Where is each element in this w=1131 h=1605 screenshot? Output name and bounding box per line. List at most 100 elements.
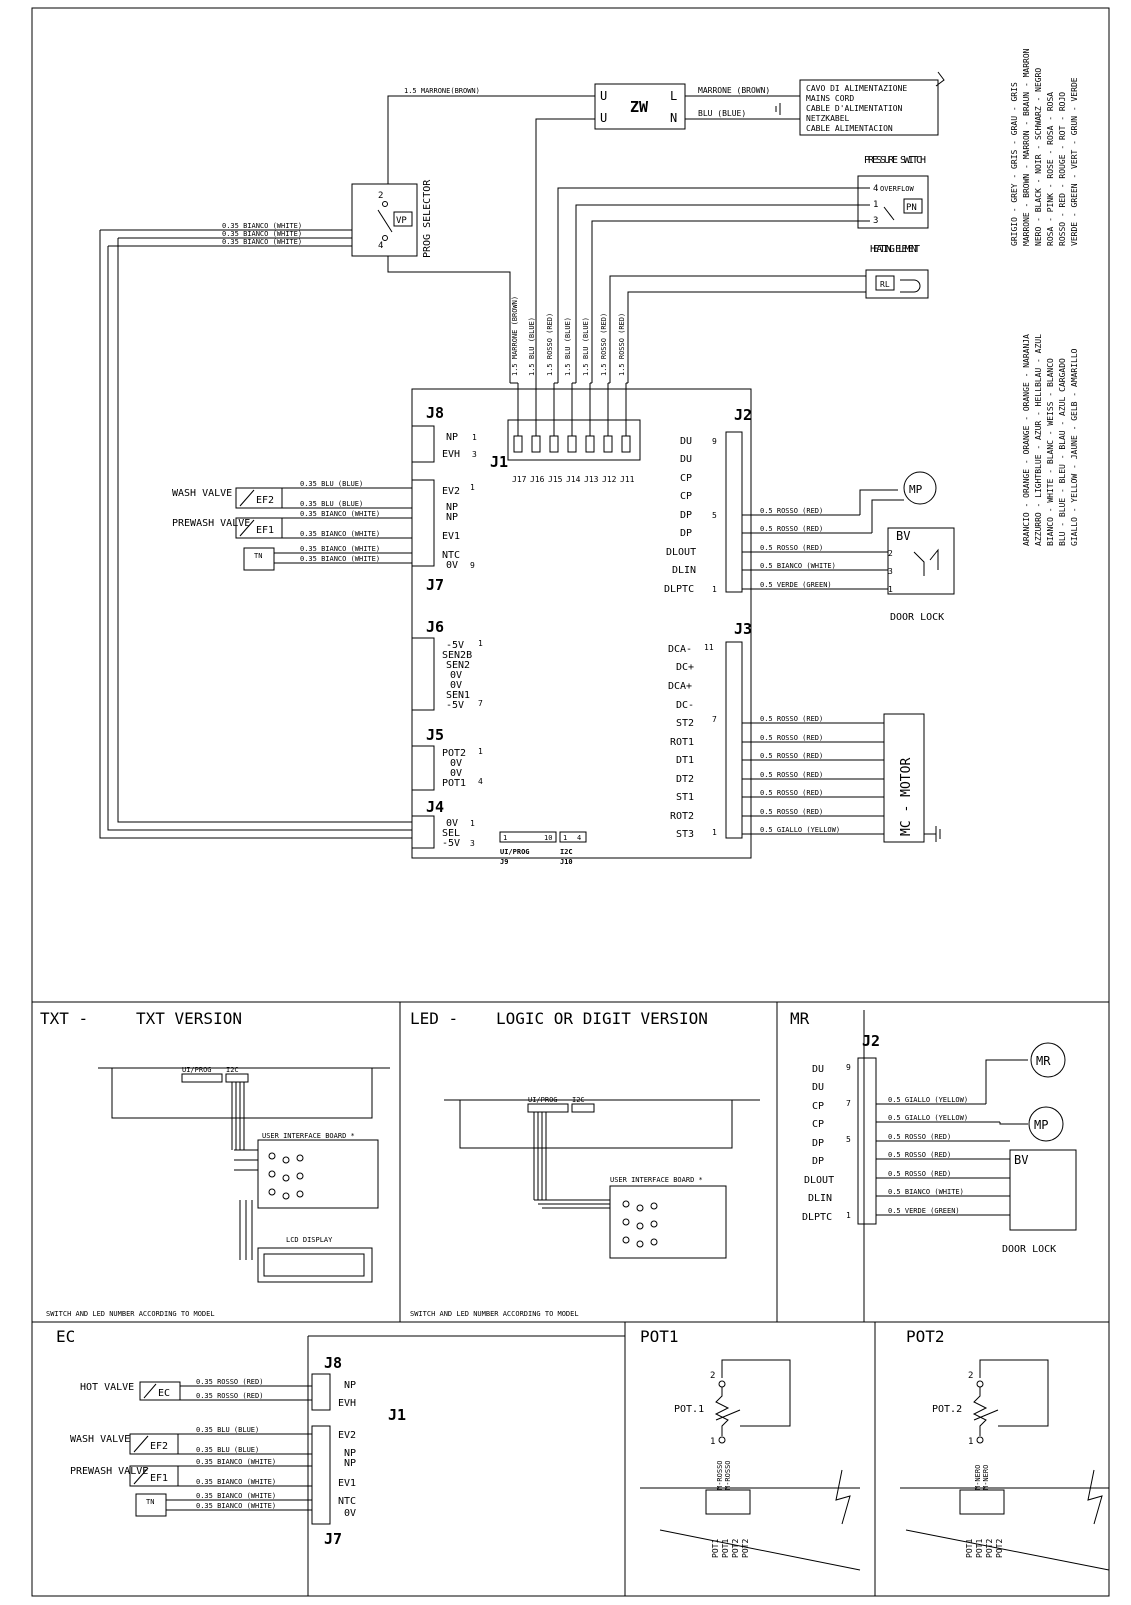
panel-mr: MR J2 DU 9 DU CP 7 CP DP 5 DP DLOUT DLIN…	[790, 1009, 1077, 1322]
svg-text:EF1: EF1	[150, 1473, 168, 1484]
pressure-switch: PRESSURE SWITCH 4 OVERFLOW 1 3 PN	[857, 155, 929, 229]
svg-text:J3: J3	[734, 620, 752, 638]
svg-text:J1: J1	[388, 1406, 406, 1424]
svg-text:ROSA - PINK - ROSE - ROSA - RO: ROSA - PINK - ROSE - ROSA - ROSA	[1046, 92, 1055, 246]
connector-j2: J2 DU 9 DU CP CP DP 5 DP DLOUT DLIN DLPT…	[664, 406, 752, 595]
svg-text:UI/PROG: UI/PROG	[182, 1066, 212, 1074]
svg-text:LOGIC OR DIGIT VERSION: LOGIC OR DIGIT VERSION	[496, 1009, 708, 1028]
svg-text:TN: TN	[254, 552, 262, 560]
svg-text:GRIGIO - GREY - GRIS - GRAU -: GRIGIO - GREY - GRIS - GRAU - GRIS	[1010, 82, 1019, 246]
svg-text:POT2: POT2	[906, 1327, 945, 1346]
svg-text:PN: PN	[906, 203, 917, 213]
svg-text:LED -: LED -	[410, 1009, 458, 1028]
svg-text:U: U	[600, 89, 607, 103]
svg-text:4: 4	[378, 241, 383, 251]
svg-text:J7: J7	[324, 1530, 342, 1548]
svg-text:POT.1: POT.1	[674, 1404, 704, 1415]
j2-wiring: 0.5 ROSSO (RED) 0.5 ROSSO (RED) 0.5 ROSS…	[742, 471, 955, 623]
svg-text:DP: DP	[680, 510, 692, 521]
svg-text:-5V: -5V	[446, 700, 464, 711]
svg-text:RL: RL	[880, 280, 890, 289]
connector-j9-j10: 1 10 UI/PROG J9 1 4 I2C J10	[499, 831, 587, 866]
svg-text:M-NERO: M-NERO	[974, 1465, 982, 1490]
svg-text:SEN2B: SEN2B	[442, 650, 472, 661]
svg-text:J14: J14	[566, 475, 581, 484]
svg-text:MAINS CORD: MAINS CORD	[806, 94, 854, 103]
svg-text:CABLE ALIMENTACION: CABLE ALIMENTACION	[806, 124, 893, 133]
svg-text:11: 11	[704, 643, 714, 652]
svg-text:NP: NP	[446, 502, 458, 513]
svg-text:DT2: DT2	[676, 774, 694, 785]
svg-text:0.35 BIANCO (WHITE): 0.35 BIANCO (WHITE)	[196, 1458, 276, 1466]
svg-text:J12: J12	[602, 475, 617, 484]
svg-text:USER INTERFACE BOARD *: USER INTERFACE BOARD *	[610, 1176, 703, 1184]
svg-text:NP: NP	[344, 1448, 356, 1459]
svg-text:EVH: EVH	[442, 449, 460, 460]
wire-brown-out: MARRONE (BROWN)	[698, 86, 770, 95]
svg-text:POT1: POT1	[721, 1539, 730, 1558]
svg-text:SWITCH AND LED NUMBER ACCORDIN: SWITCH AND LED NUMBER ACCORDING TO MODEL	[46, 1310, 215, 1318]
svg-text:POT1: POT1	[711, 1539, 720, 1558]
svg-text:NERO - BLACK - NOIR - SCHWARZ: NERO - BLACK - NOIR - SCHWARZ - NEGRO	[1034, 68, 1043, 246]
svg-text:2: 2	[710, 1371, 715, 1381]
svg-text:SWITCH AND LED NUMBER ACCORDIN: SWITCH AND LED NUMBER ACCORDING TO MODEL	[410, 1310, 579, 1318]
svg-text:0V: 0V	[450, 758, 462, 769]
svg-text:0V: 0V	[344, 1508, 356, 1519]
svg-text:7: 7	[478, 699, 483, 708]
svg-text:L: L	[670, 89, 677, 103]
svg-text:0V: 0V	[450, 680, 462, 691]
svg-text:EVH: EVH	[338, 1398, 356, 1409]
svg-text:POT.2: POT.2	[932, 1404, 962, 1415]
svg-text:CABLE D'ALIMENTATION: CABLE D'ALIMENTATION	[806, 104, 903, 113]
svg-text:4: 4	[577, 834, 581, 842]
svg-text:EF2: EF2	[150, 1441, 168, 1452]
svg-text:0.5 ROSSO (RED): 0.5 ROSSO (RED)	[760, 525, 823, 533]
svg-text:CP: CP	[680, 491, 692, 502]
svg-text:0.5 ROSSO (RED): 0.5 ROSSO (RED)	[888, 1133, 951, 1141]
svg-text:PRESSURE SWITCH: PRESSURE SWITCH	[864, 155, 926, 166]
svg-text:0.35 BIANCO (WHITE): 0.35 BIANCO (WHITE)	[222, 222, 302, 230]
svg-text:EC: EC	[158, 1388, 170, 1399]
svg-text:DLOUT: DLOUT	[666, 547, 696, 558]
svg-text:AZZURRO - LIGHTBLUE - AZUR - H: AZZURRO - LIGHTBLUE - AZUR - HELLBLAU - …	[1034, 334, 1043, 546]
svg-text:4: 4	[873, 184, 878, 194]
j3-motor-wiring: 0.5 ROSSO (RED) 0.5 ROSSO (RED) 0.5 ROSS…	[742, 713, 941, 843]
svg-text:J6: J6	[426, 618, 444, 636]
svg-text:1: 1	[470, 483, 475, 492]
svg-text:POT1: POT1	[442, 778, 466, 789]
svg-text:1.5 BLU (BLUE): 1.5 BLU (BLUE)	[564, 317, 572, 376]
svg-text:0V: 0V	[446, 818, 458, 829]
svg-text:9: 9	[712, 437, 717, 446]
svg-text:0.35 BLU (BLUE): 0.35 BLU (BLUE)	[196, 1426, 259, 1434]
svg-text:SEN1: SEN1	[446, 690, 470, 701]
svg-text:TXT -: TXT -	[40, 1009, 88, 1028]
svg-text:PROG SELECTOR: PROG SELECTOR	[422, 179, 433, 258]
svg-text:DC+: DC+	[676, 662, 694, 673]
svg-text:7: 7	[712, 715, 717, 724]
svg-text:MR: MR	[790, 1009, 810, 1028]
svg-text:1: 1	[710, 1437, 715, 1447]
svg-text:OVERFLOW: OVERFLOW	[880, 185, 915, 193]
svg-text:SEL: SEL	[442, 828, 460, 839]
svg-text:CP: CP	[812, 1101, 824, 1112]
svg-text:NP: NP	[344, 1380, 356, 1391]
svg-text:0.35 BIANCO (WHITE): 0.35 BIANCO (WHITE)	[300, 510, 380, 518]
heating-element: HEATING ELEMENT RL	[865, 244, 929, 299]
svg-text:DP: DP	[812, 1156, 824, 1167]
svg-text:MARRONE - BROWN - MARRON - BRA: MARRONE - BROWN - MARRON - BRAUN - MARRO…	[1022, 48, 1031, 246]
connector-j3: J3 DCA- 11 DC+ DCA+ DC- ST2 7 ROT1 DT1 D…	[668, 620, 752, 840]
svg-text:1: 1	[478, 747, 483, 756]
svg-text:1: 1	[888, 585, 893, 594]
svg-text:J4: J4	[426, 798, 444, 816]
svg-text:0.5 ROSSO (RED): 0.5 ROSSO (RED)	[760, 507, 823, 515]
svg-text:PREWASH VALVE: PREWASH VALVE	[172, 518, 250, 529]
svg-text:1: 1	[873, 200, 878, 210]
svg-text:NP: NP	[446, 512, 458, 523]
svg-text:UI/PROG: UI/PROG	[528, 1096, 558, 1104]
svg-text:I2C: I2C	[560, 848, 573, 856]
svg-text:0.5 GIALLO (YELLOW): 0.5 GIALLO (YELLOW)	[760, 826, 840, 834]
svg-text:5: 5	[846, 1135, 851, 1144]
panel-pot2: POT2 2 1 POT.2 M-NERO M-NERO POT1 POT1 P…	[900, 1327, 1110, 1571]
